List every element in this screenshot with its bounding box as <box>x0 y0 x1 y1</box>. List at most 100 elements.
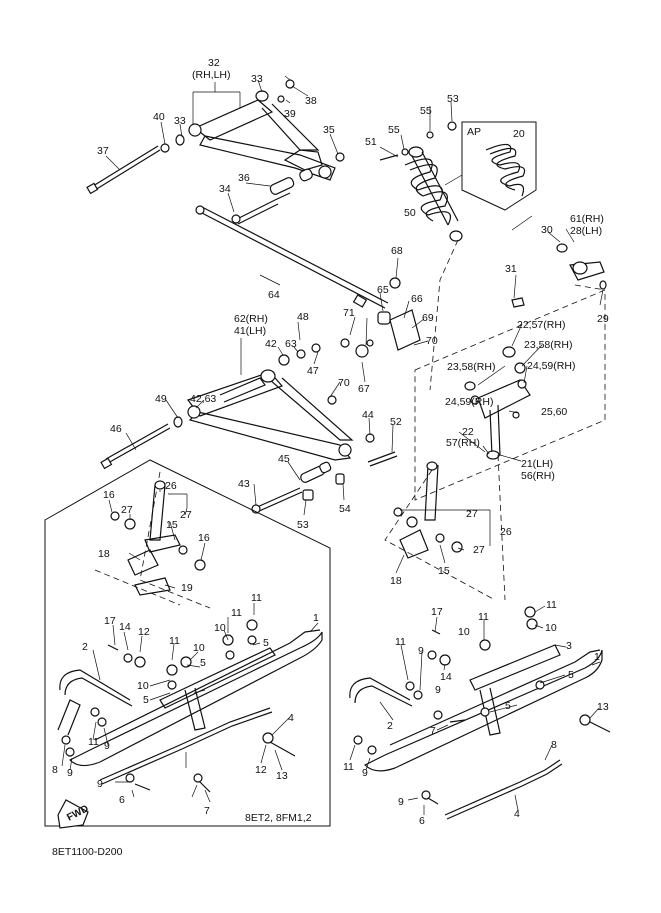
callout-28lh: 28(LH) <box>570 225 602 237</box>
callout-11b: 11 <box>231 607 242 619</box>
reference-lines <box>44 239 606 827</box>
callout-29: 29 <box>597 313 609 325</box>
callout-5a: 5 <box>263 637 269 649</box>
callout-24-59rh-a: 24,59(RH) <box>527 360 575 372</box>
callout-39: 39 <box>284 108 296 120</box>
callout-45: 45 <box>278 453 290 465</box>
callout-51: 51 <box>365 136 377 148</box>
callout-2a: 2 <box>82 641 88 653</box>
callout-16b: 16 <box>198 532 210 544</box>
callout-11a: 11 <box>251 592 262 604</box>
callout-41lh: 41(LH) <box>234 325 266 337</box>
callout-27a: 27 <box>121 504 133 516</box>
callout-24-59rh-b: 24,59(RH) <box>445 396 493 408</box>
callout-9d: 9 <box>418 645 424 657</box>
left-spindle-group <box>110 480 206 596</box>
callout-10d: 10 <box>545 622 557 634</box>
callout-25-60: 25,60 <box>541 406 567 418</box>
callout-26b: 26 <box>500 526 512 538</box>
callout-9a: 9 <box>104 740 110 752</box>
callout-43: 43 <box>238 478 250 490</box>
callout-19: 19 <box>181 582 193 594</box>
callout-5c: 5 <box>143 694 149 706</box>
callout-17b: 17 <box>431 606 443 618</box>
callout-48: 48 <box>297 311 309 323</box>
callout-53a: 53 <box>447 93 459 105</box>
callout-9f: 9 <box>362 767 368 779</box>
callout-33b: 33 <box>174 115 186 127</box>
diagram-code: 8ET1100-D200 <box>52 846 123 858</box>
callout-23-58rh-a: 23,58(RH) <box>524 339 572 351</box>
callout-10e: 10 <box>458 626 470 638</box>
callout-15b: 15 <box>438 565 450 577</box>
callout-6b: 6 <box>419 815 425 827</box>
callout-10b: 10 <box>193 642 205 654</box>
callout-5e: 5 <box>505 700 511 712</box>
callout-53b: 53 <box>297 519 309 531</box>
callout-64: 64 <box>268 289 280 301</box>
left-ski <box>57 619 323 793</box>
callout-20: 20 <box>513 128 525 140</box>
callout-42a: 42 <box>265 338 277 350</box>
callout-31: 31 <box>505 263 517 275</box>
callout-13b: 13 <box>597 701 609 713</box>
callout-10c: 10 <box>137 680 149 692</box>
callout-12b: 12 <box>255 764 267 776</box>
callout-6a: 6 <box>119 794 125 806</box>
callout-rhlh: (RH,LH) <box>192 69 231 81</box>
callout-36: 36 <box>238 172 250 184</box>
callout-50: 50 <box>404 207 416 219</box>
right-spindle-group <box>393 461 463 559</box>
callout-21lh: 21(LH) <box>521 458 553 470</box>
callout-16a: 16 <box>103 489 115 501</box>
callout-22-57rh: 22,57(RH) <box>517 319 565 331</box>
callout-11h: 11 <box>343 761 354 773</box>
callout-27d: 27 <box>473 544 485 556</box>
model-note: 8ET2, 8FM1,2 <box>245 812 312 824</box>
callout-26a: 26 <box>165 480 177 492</box>
callout-9e: 9 <box>435 684 441 696</box>
callout-1a: 1 <box>313 612 319 624</box>
callout-22b: 22 <box>462 426 474 438</box>
callout-12a: 12 <box>138 626 150 638</box>
callout-11d: 11 <box>88 736 99 748</box>
callout-9b: 9 <box>67 767 73 779</box>
callout-13a: 13 <box>276 770 288 782</box>
callout-1b: 1 <box>594 651 600 663</box>
callout-15a: 15 <box>166 519 178 531</box>
callout-62rh: 62(RH) <box>234 313 268 325</box>
callout-27c: 27 <box>466 508 478 520</box>
callout-3: 3 <box>566 640 572 652</box>
fwd-arrow: FWD <box>57 799 91 829</box>
callout-55a: 55 <box>420 105 432 117</box>
part-labels: 32 (RH,LH) 33 38 39 40 33 35 37 36 34 55… <box>52 57 609 827</box>
callout-14b: 14 <box>440 671 452 683</box>
callout-49: 49 <box>155 393 167 405</box>
callout-66: 66 <box>411 293 423 305</box>
right-ski <box>349 606 611 820</box>
callout-7a: 7 <box>204 805 210 817</box>
callout-23-58rh-b: 23,58(RH) <box>447 361 495 373</box>
callout-11g: 11 <box>395 636 406 648</box>
callout-14a: 14 <box>119 621 131 633</box>
callout-55b: 55 <box>388 124 400 136</box>
callout-4b: 4 <box>514 808 520 820</box>
callout-34: 34 <box>219 183 231 195</box>
tie-rod <box>195 205 421 351</box>
callout-54: 54 <box>339 503 351 515</box>
callout-9g: 9 <box>398 796 404 808</box>
callout-33a: 33 <box>251 73 263 85</box>
callout-2b: 2 <box>387 720 393 732</box>
callout-61rh: 61(RH) <box>570 213 604 225</box>
spindle-assembly <box>464 243 607 460</box>
callout-30: 30 <box>541 224 553 236</box>
callout-10a: 10 <box>214 622 226 634</box>
callout-68: 68 <box>391 245 403 257</box>
callout-27b: 27 <box>180 509 192 521</box>
callout-8b: 8 <box>551 739 557 751</box>
callout-17a: 17 <box>104 615 116 627</box>
callout-18b: 18 <box>390 575 402 587</box>
ap-spring-box <box>444 121 537 211</box>
callout-37: 37 <box>97 145 109 157</box>
